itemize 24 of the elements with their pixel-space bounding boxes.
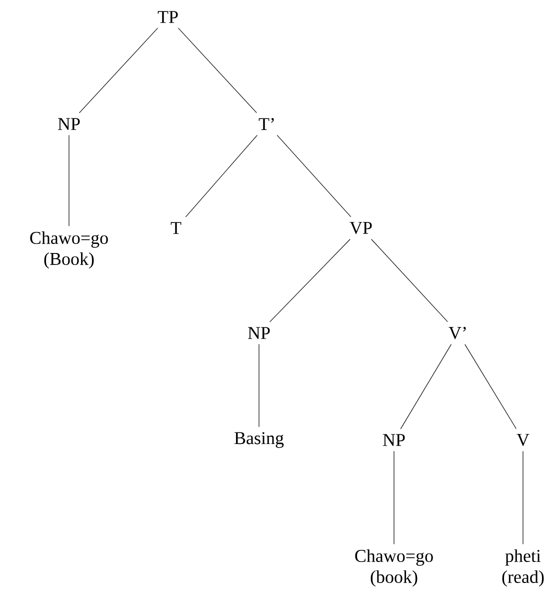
branch-line [178,28,257,114]
tree-label: V’ [448,326,466,340]
branch-line [68,134,70,226]
tree-label: NP [248,327,270,339]
branch-line [371,238,448,322]
tree-label: Basing [234,432,284,448]
branch-line [258,344,260,428]
branch-line [400,344,452,430]
tree-label: NP [58,118,80,130]
tree-label: T [170,222,182,234]
tree-label: T’ [258,118,274,130]
branch-line [464,344,516,430]
tree-label: Chawo=go (Book) [30,231,108,269]
branch-line [185,134,258,218]
branch-line [269,238,350,322]
tree-label: V [516,434,530,446]
tree-label: Chawo=go (book) [355,549,433,587]
tree-label: TP [158,11,178,23]
branch-line [522,450,524,544]
tree-label: pheti (read) [502,549,544,587]
tree-label: NP [383,434,405,446]
tree-label: VP [350,222,372,234]
branch-line [78,28,158,114]
branch-line [276,134,352,218]
